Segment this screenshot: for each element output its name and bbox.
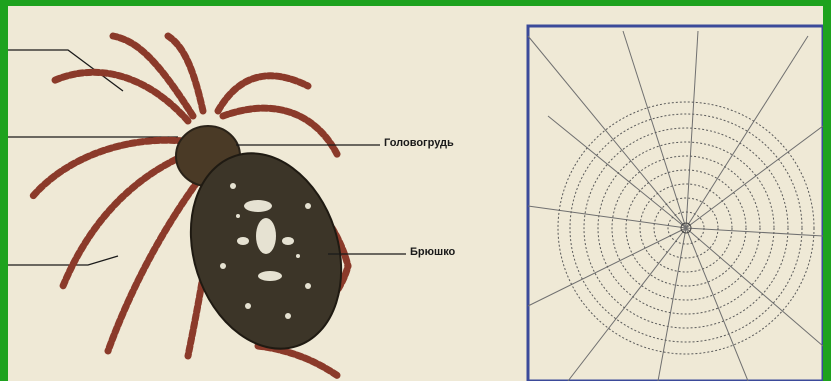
pointer-line-bottom <box>8 256 118 265</box>
spider-web <box>528 26 823 381</box>
cephalothorax-label: Головогрудь <box>384 137 454 149</box>
abdomen-label: Брюшко <box>410 246 455 258</box>
illustration-panel: Головогрудь Брюшко <box>8 6 823 381</box>
spider-and-web-illustration <box>8 6 823 381</box>
